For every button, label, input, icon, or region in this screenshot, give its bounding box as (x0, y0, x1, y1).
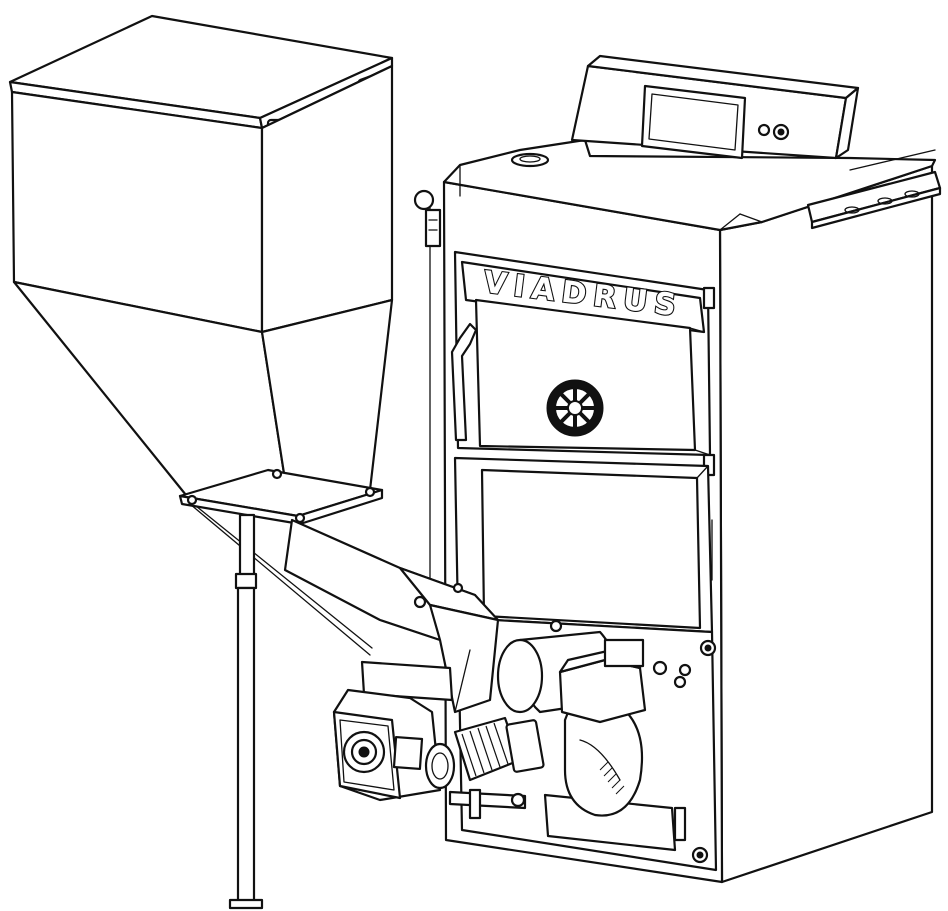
hopper-stand (189, 503, 373, 910)
display-screen (640, 84, 747, 160)
gauge-strip (424, 208, 442, 248)
power-indicator (757, 123, 771, 137)
mounting-bracket (806, 149, 942, 230)
stand-leg (236, 586, 256, 908)
feed-auger (283, 518, 500, 714)
fuel-hopper (8, 14, 394, 514)
control-panel (570, 54, 860, 160)
stand-foot (228, 898, 264, 910)
thermometer-knob (413, 189, 435, 211)
door-handle[interactable] (450, 322, 478, 442)
lower-door (453, 456, 714, 634)
upper-hinge (702, 286, 716, 310)
gear-motor (332, 688, 545, 820)
hopper-flange (178, 468, 384, 526)
inspection-cover (543, 793, 677, 852)
upper-door: VIADRUS (453, 250, 716, 477)
burner-assembly (496, 630, 687, 817)
air-rosette (546, 379, 604, 437)
